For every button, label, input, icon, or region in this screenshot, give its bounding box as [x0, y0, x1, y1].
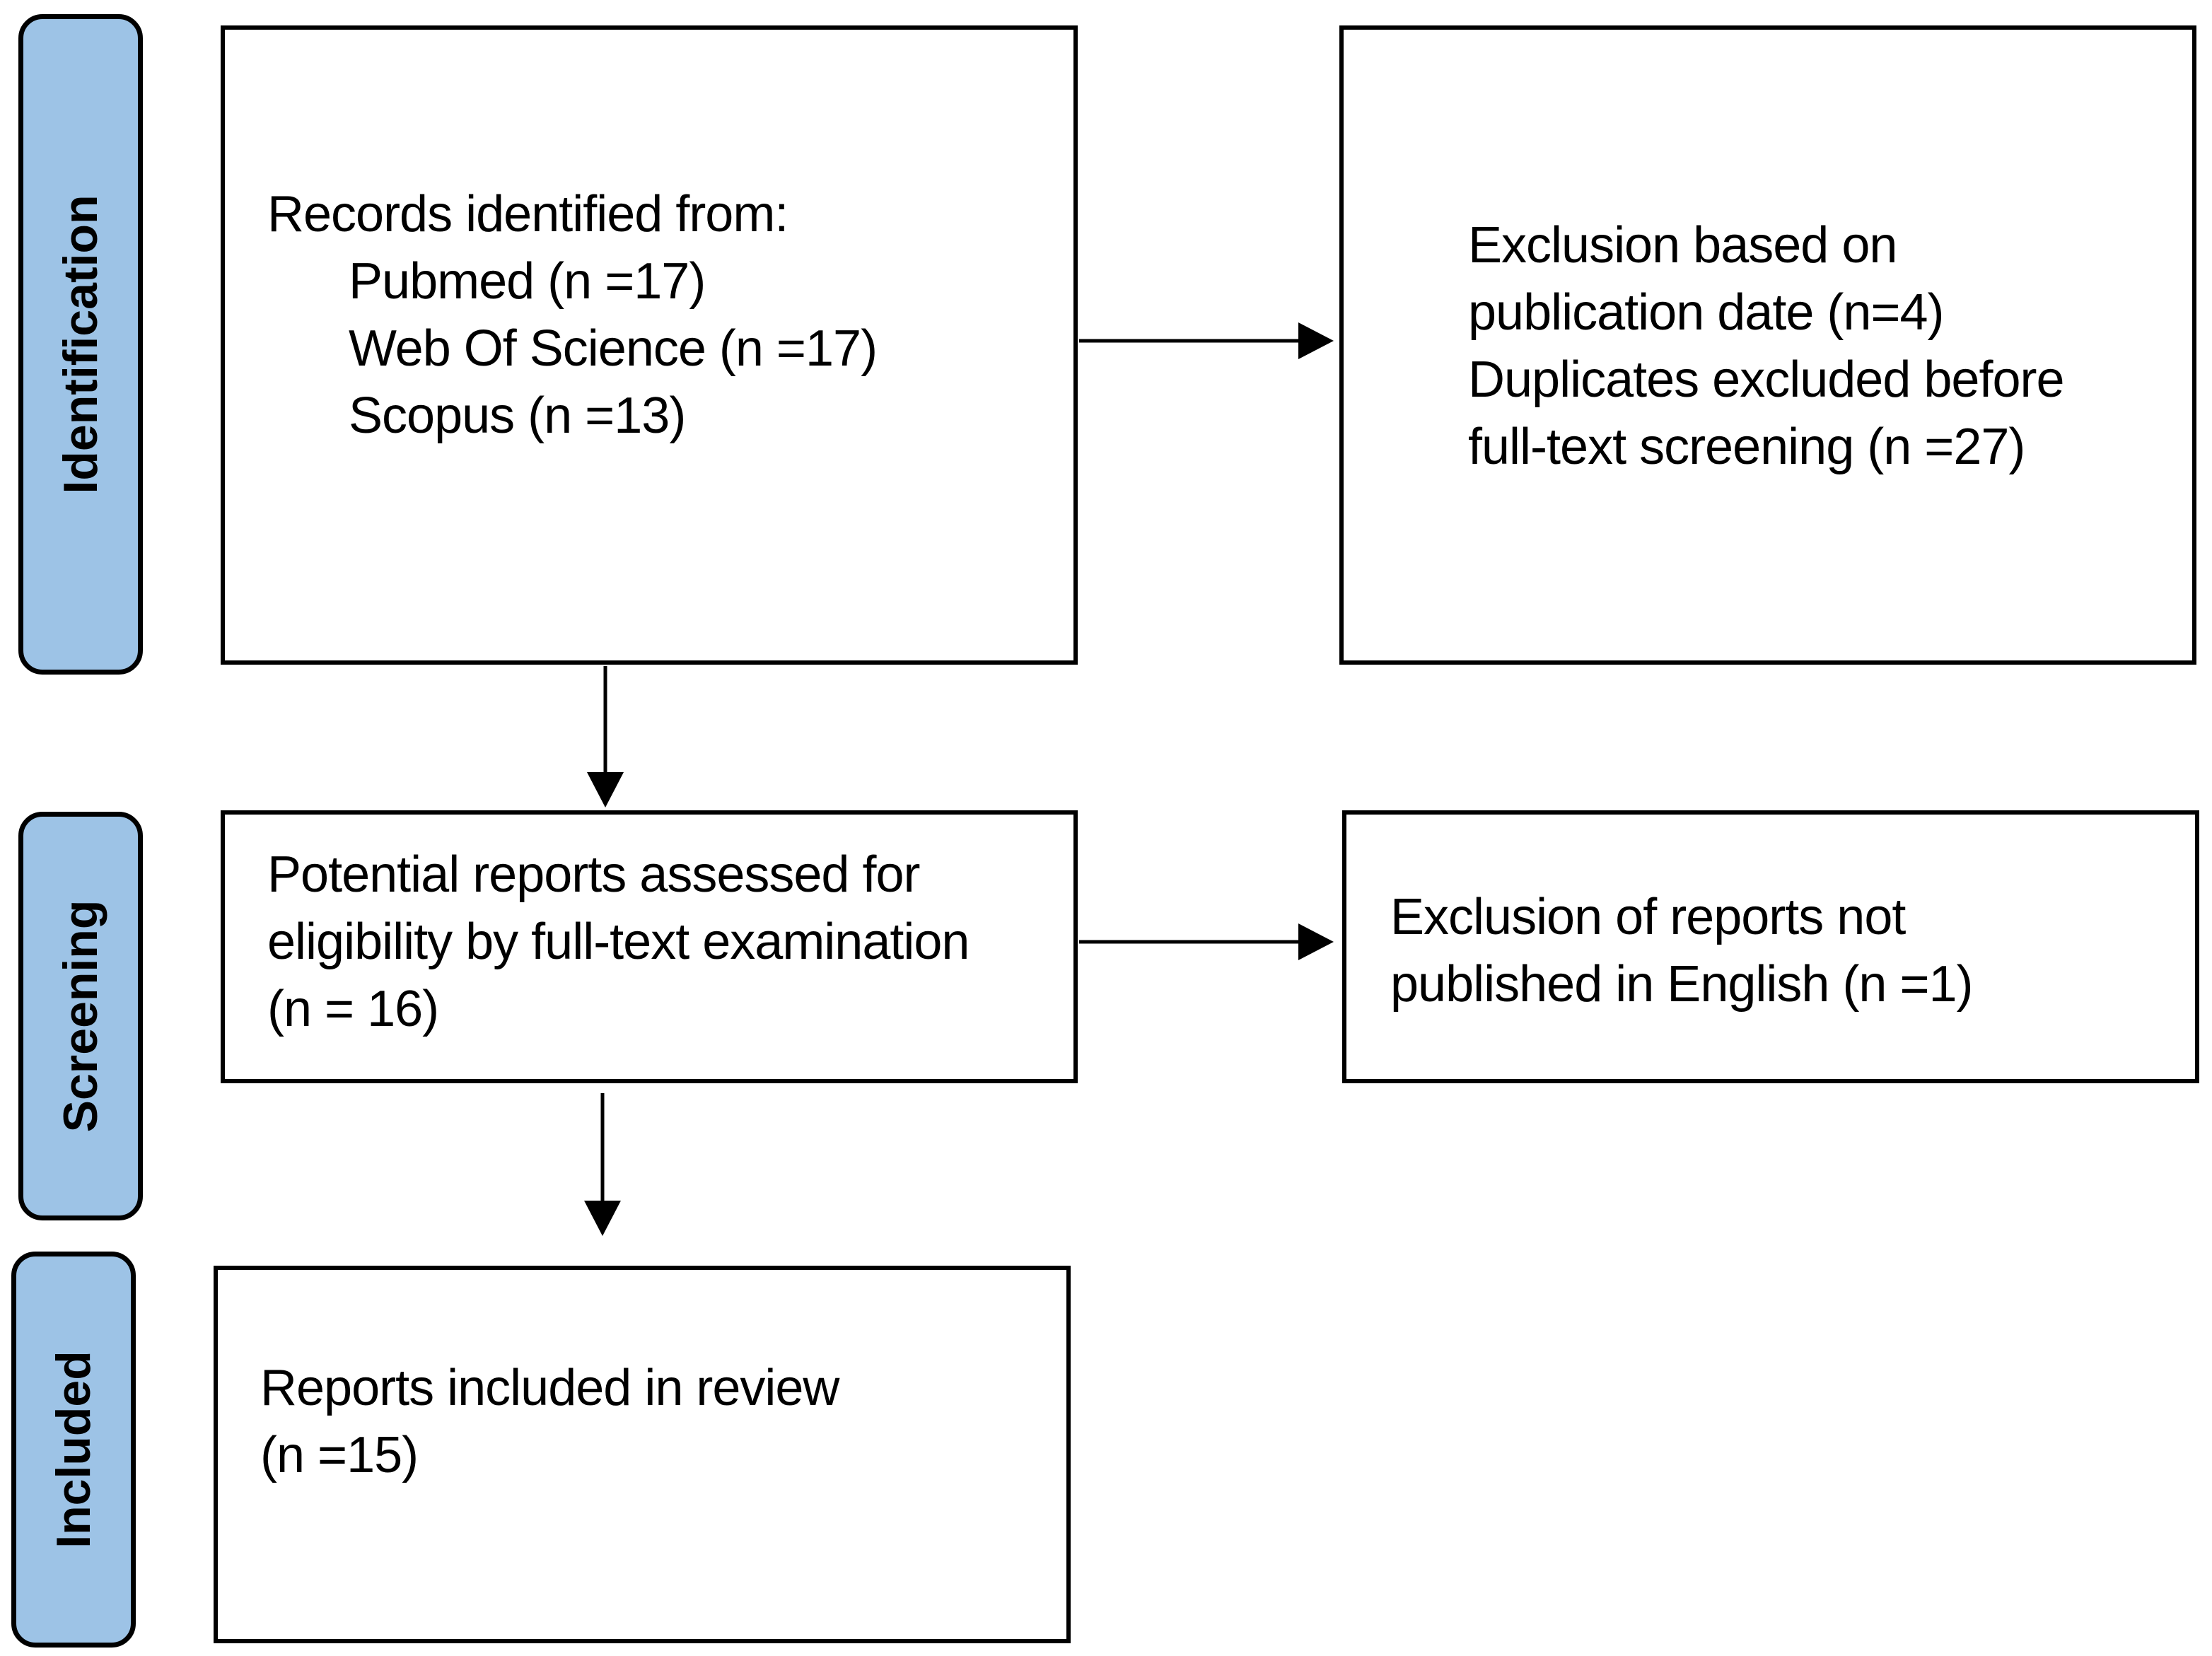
included-box — [214, 1266, 1071, 1643]
assessed-text: Potential reports assessed for eligibili… — [267, 841, 970, 1043]
exclusion-date-line-2: publication date (n=4) — [1468, 284, 1944, 341]
exclusion-date-text: Exclusion based on publication date (n=4… — [1468, 212, 2065, 481]
phase-screening: Screening — [18, 812, 143, 1220]
arrowhead-right-1 — [1298, 322, 1334, 359]
records-source-wos: Web Of Science (n =17) — [349, 320, 878, 377]
included-text: Reports included in review (n =15) — [260, 1355, 839, 1489]
records-identified-box — [221, 25, 1078, 665]
records-title: Records identified from: — [267, 186, 788, 243]
exclusion-date-box — [1339, 25, 2196, 665]
assessed-line-2: eligibility by full-text examination — [267, 914, 970, 970]
records-identified-text: Records identified from: Pubmed (n =17) … — [267, 181, 878, 450]
phase-identification: Identification — [18, 14, 143, 675]
arrowhead-down-1 — [587, 772, 624, 807]
arrowhead-right-2 — [1298, 923, 1334, 960]
included-line-2: (n =15) — [260, 1427, 419, 1483]
exclusion-language-text: Exclusion of reports not published in En… — [1390, 884, 1974, 1018]
included-line-1: Reports included in review — [260, 1360, 839, 1416]
records-source-pubmed: Pubmed (n =17) — [349, 253, 706, 310]
exclusion-date-line-1: Exclusion based on — [1468, 217, 1897, 274]
assessed-line-1: Potential reports assessed for — [267, 846, 921, 903]
exclusion-language-line-2: published in English (n =1) — [1390, 956, 1974, 1013]
records-source-scopus: Scopus (n =13) — [349, 387, 686, 444]
exclusion-date-line-3: Duplicates excluded before — [1468, 351, 2065, 408]
exclusion-language-box — [1342, 810, 2199, 1083]
assessed-box — [221, 810, 1078, 1083]
exclusion-date-line-4: full-text screening (n =27) — [1468, 419, 2025, 475]
exclusion-language-line-1: Exclusion of reports not — [1390, 889, 1906, 945]
assessed-line-3: (n = 16) — [267, 981, 439, 1037]
arrowhead-down-2 — [584, 1201, 621, 1236]
phase-included: Included — [11, 1252, 136, 1648]
